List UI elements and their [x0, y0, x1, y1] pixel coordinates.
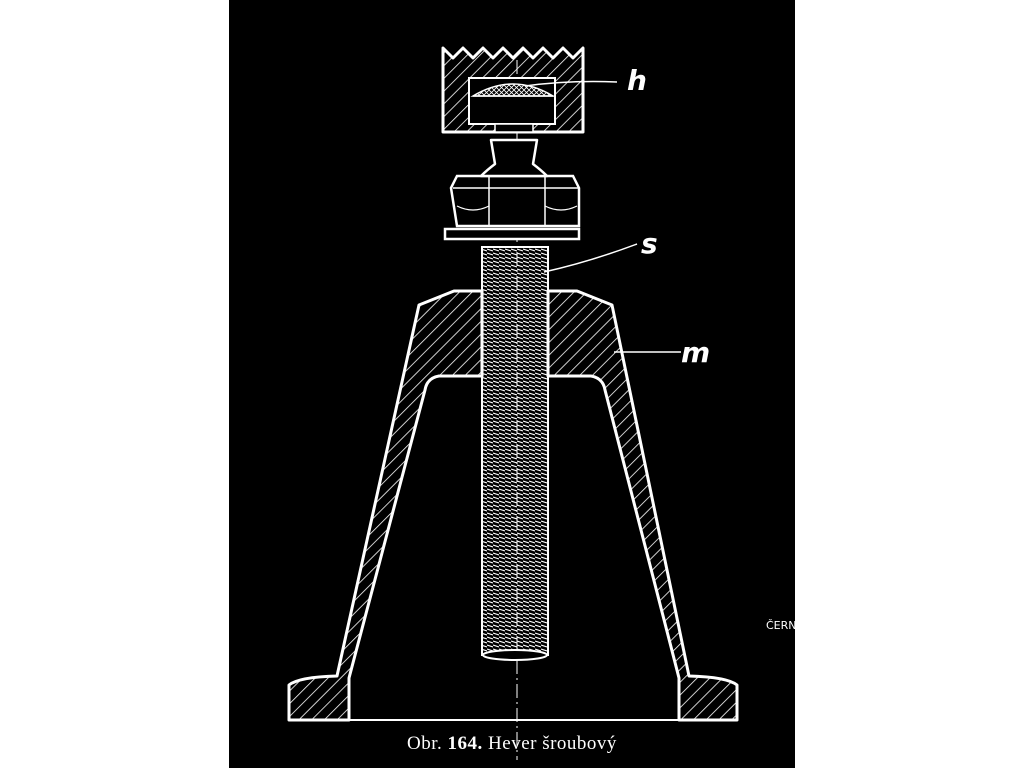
leader-h — [524, 80, 618, 87]
watermark-text: ČERN — [766, 619, 797, 632]
caption-prefix: Obr. — [407, 733, 443, 754]
hex-nut — [449, 174, 581, 228]
jack-head — [441, 46, 585, 134]
figure-panel: h s m Obr. 164. Hever šroubový — [229, 0, 795, 768]
screw-neck — [479, 138, 549, 178]
caption-number: 164. — [447, 733, 483, 754]
caption-title: Hever šroubový — [488, 733, 617, 754]
figure-caption: Obr. 164. Hever šroubový — [229, 733, 795, 755]
leader-s — [543, 243, 638, 273]
screw-spindle — [481, 246, 549, 661]
collar-washer — [443, 227, 581, 241]
screw-jack-diagram: h s m — [287, 46, 739, 760]
label-h: h — [627, 64, 647, 97]
label-m: m — [681, 336, 710, 369]
label-s: s — [641, 227, 658, 260]
